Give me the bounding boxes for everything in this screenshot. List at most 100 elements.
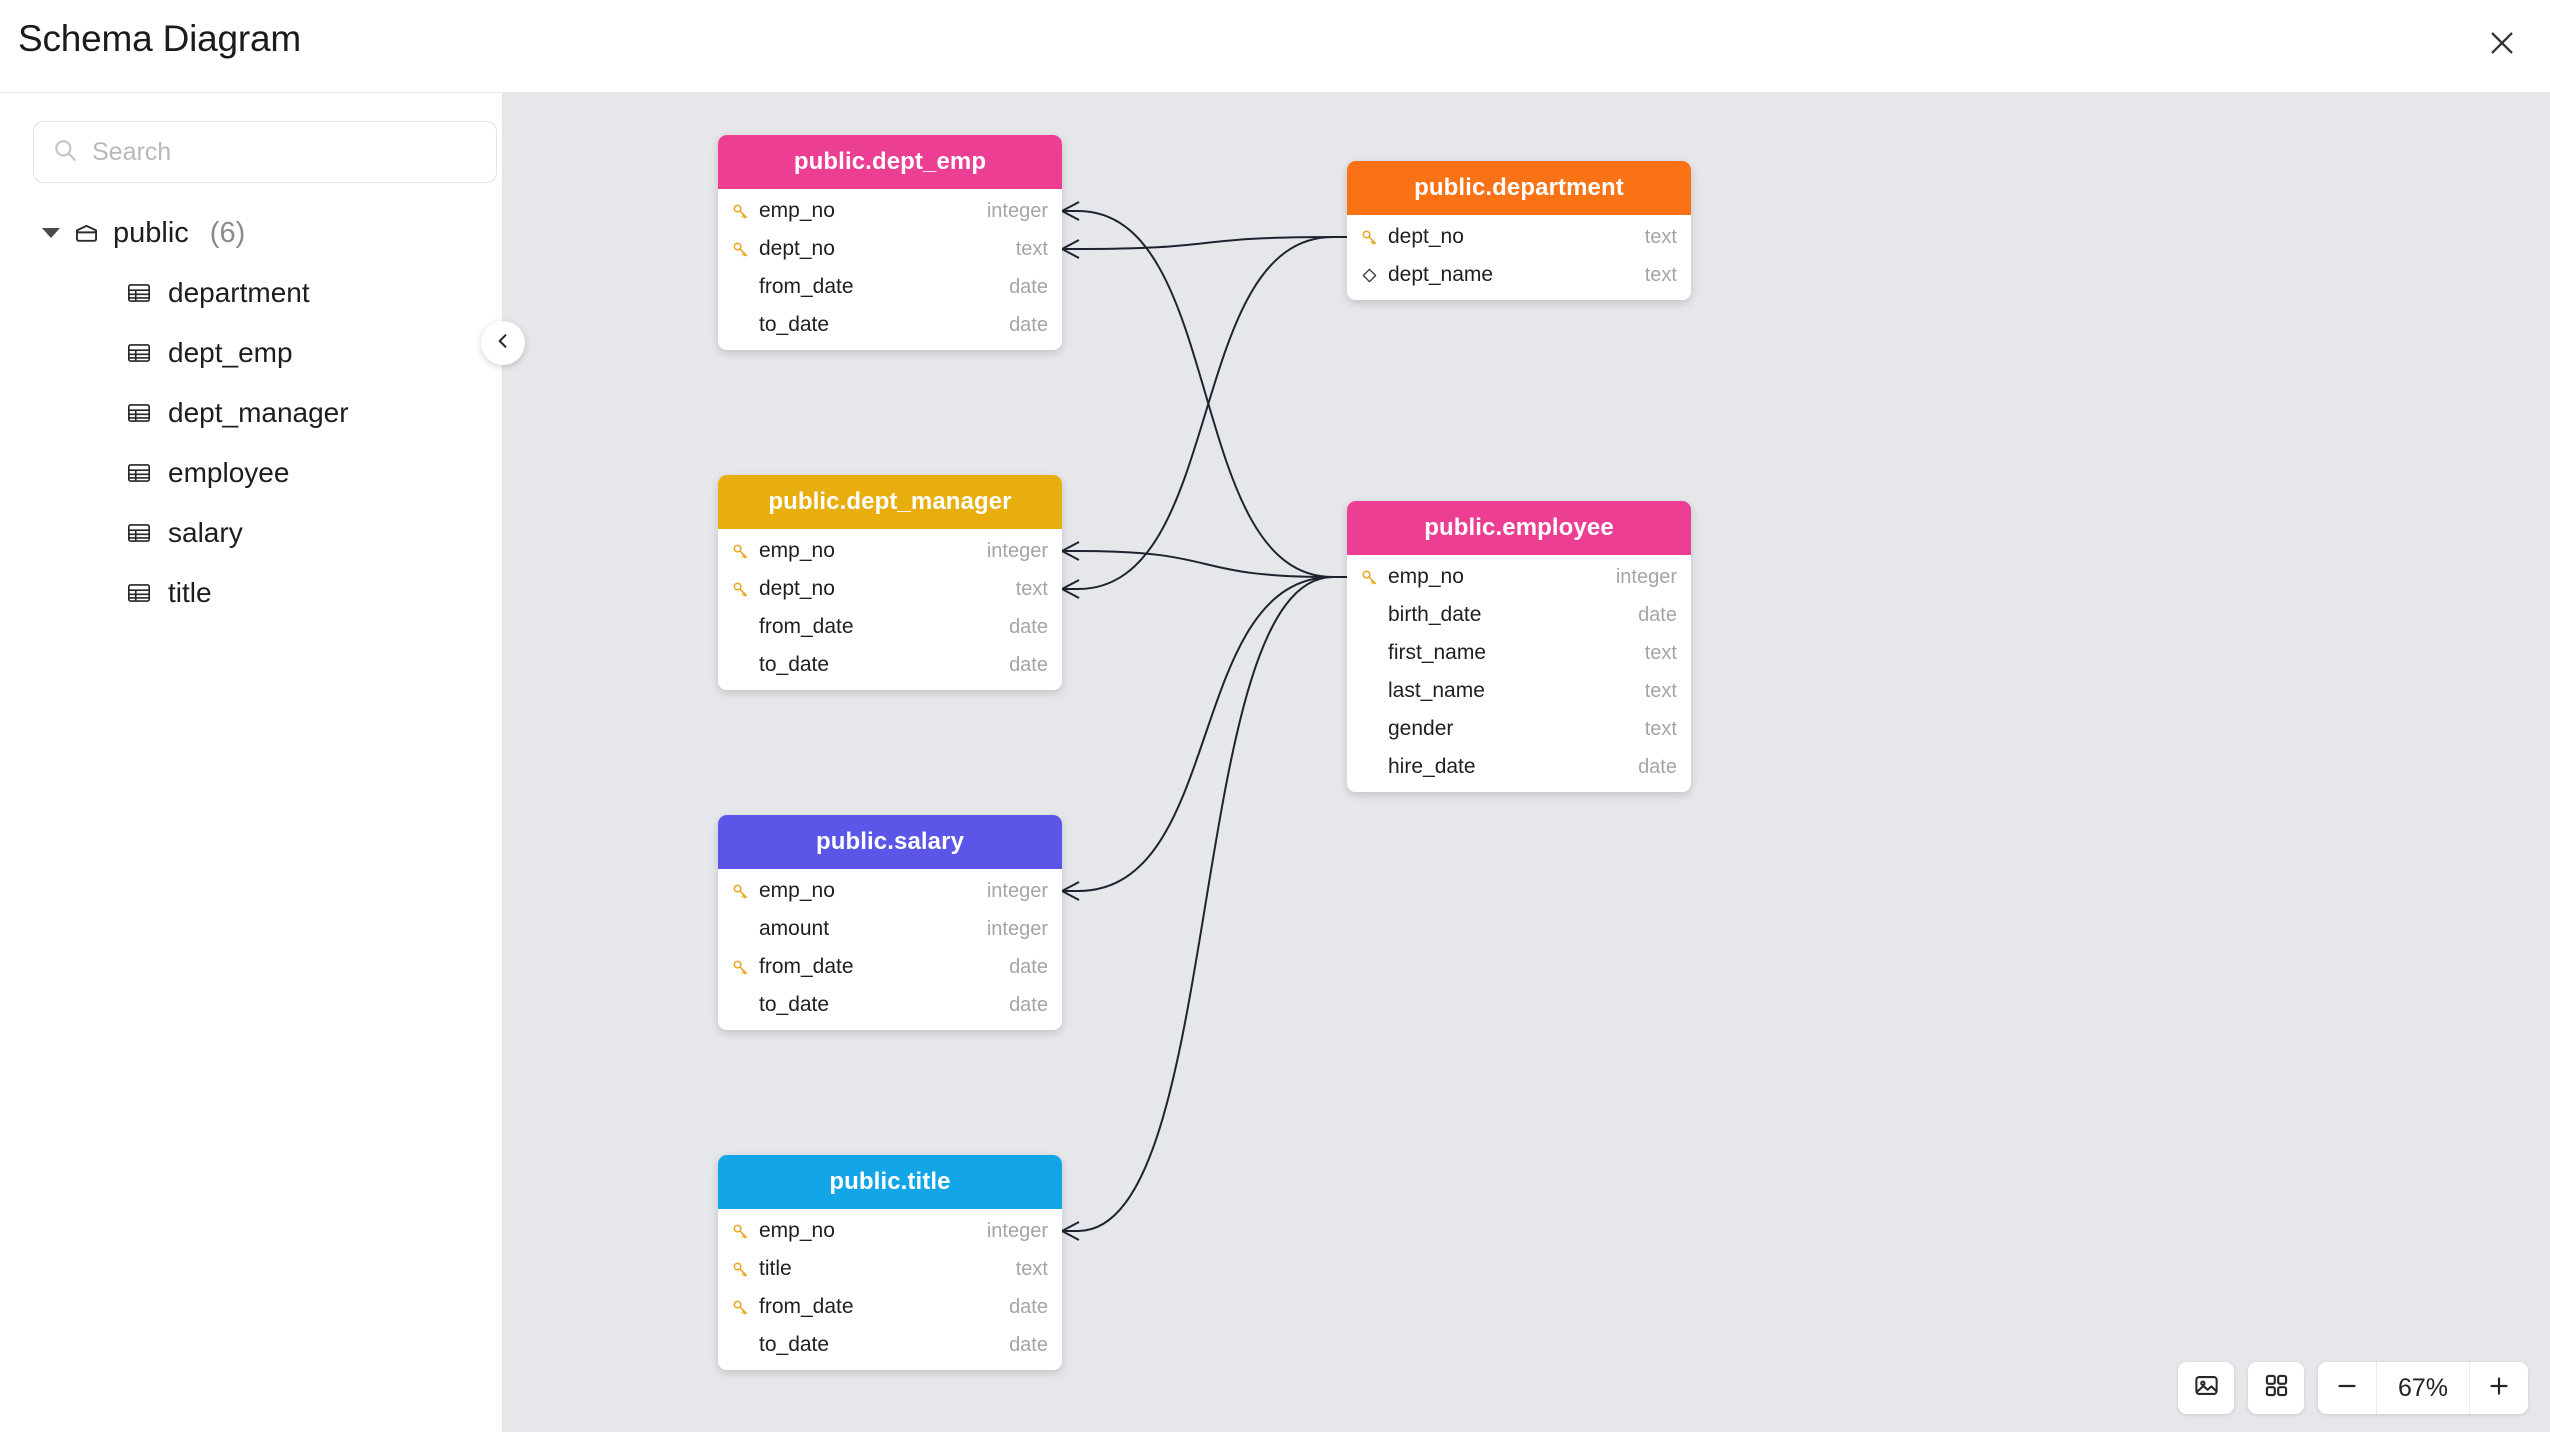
column-name: amount (759, 917, 830, 940)
tree-item-dept_manager[interactable]: dept_manager (0, 383, 503, 443)
column-type: integer (986, 199, 1048, 222)
chevron-down-icon[interactable] (42, 228, 60, 238)
search-box[interactable] (33, 121, 497, 183)
column-type: integer (1615, 565, 1677, 588)
edge-dept_emp.dept_no-to-department.dept_no (1077, 236, 1334, 250)
auto-layout-button[interactable] (2248, 1362, 2304, 1414)
image-icon (2193, 1372, 2220, 1404)
crow-foot-icon (1061, 201, 1080, 221)
column-name: birth_date (1388, 603, 1482, 626)
column-name: emp_no (759, 539, 835, 562)
column-name: last_name (1388, 679, 1485, 702)
table-icon (126, 340, 152, 366)
zoom-level-label[interactable]: 67% (2376, 1362, 2470, 1414)
crow-foot-icon (1061, 579, 1080, 599)
tree-item-label: employee (168, 457, 290, 488)
zoom-controls: 67% (2318, 1362, 2528, 1414)
table-icon (126, 400, 152, 426)
table-row[interactable]: emp_no integer (718, 192, 1062, 230)
table-node-header: public.department (1347, 161, 1691, 215)
column-name: emp_no (1388, 565, 1464, 588)
column-type: text (1015, 237, 1048, 260)
table-row[interactable]: from_date date (718, 948, 1062, 986)
column-name: from_date (759, 955, 854, 978)
zoom-in-button[interactable] (2470, 1362, 2528, 1414)
key-icon (731, 882, 750, 901)
key-icon (731, 958, 750, 977)
table-node-header: public.salary (718, 815, 1062, 869)
export-image-button[interactable] (2178, 1362, 2234, 1414)
column-type: text (1644, 225, 1677, 248)
table-row[interactable]: emp_no integer (1347, 558, 1691, 596)
key-icon (1360, 228, 1379, 247)
tree-item-dept_emp[interactable]: dept_emp (0, 323, 503, 383)
column-type: integer (986, 539, 1048, 562)
column-type: date (1009, 1333, 1048, 1356)
column-type: integer (986, 1219, 1048, 1242)
table-node-header: public.dept_emp (718, 135, 1062, 189)
close-button[interactable] (2474, 17, 2530, 73)
sidebar-collapse-button[interactable] (481, 321, 525, 365)
column-type: text (1644, 263, 1677, 286)
column-type: text (1015, 577, 1048, 600)
tree-schema-public[interactable]: public (6) (0, 203, 503, 263)
table-node-header: public.title (718, 1155, 1062, 1209)
tree-item-label: title (168, 577, 212, 608)
table-icon (126, 520, 152, 546)
edge-dept_manager.dept_no-to-department.dept_no (1077, 236, 1334, 590)
column-type: date (1009, 993, 1048, 1016)
column-name: first_name (1388, 641, 1487, 664)
key-icon (731, 580, 750, 599)
column-type: text (1015, 1257, 1048, 1280)
plus-icon (2486, 1373, 2512, 1404)
edge-title.emp_no-to-employee.emp_no (1077, 576, 1334, 1232)
column-type: date (1009, 313, 1048, 336)
column-type: date (1009, 955, 1048, 978)
crow-foot-icon (1061, 881, 1080, 901)
tree-item-department[interactable]: department (0, 263, 503, 323)
search-input[interactable] (92, 137, 478, 167)
diamond-icon (1360, 266, 1379, 285)
tree-item-title[interactable]: title (0, 563, 503, 623)
column-type: integer (986, 879, 1048, 902)
table-row[interactable]: dept_no text (1347, 218, 1691, 256)
column-name: from_date (759, 275, 854, 298)
table-row[interactable]: emp_no integer (718, 532, 1062, 570)
tree-item-label: dept_manager (168, 397, 349, 428)
column-name: emp_no (759, 199, 835, 222)
zoom-out-button[interactable] (2318, 1362, 2376, 1414)
tree-item-salary[interactable]: salary (0, 503, 503, 563)
tree-item-employee[interactable]: employee (0, 443, 503, 503)
column-name: dept_no (1388, 225, 1464, 248)
schema-name: public (113, 216, 189, 249)
